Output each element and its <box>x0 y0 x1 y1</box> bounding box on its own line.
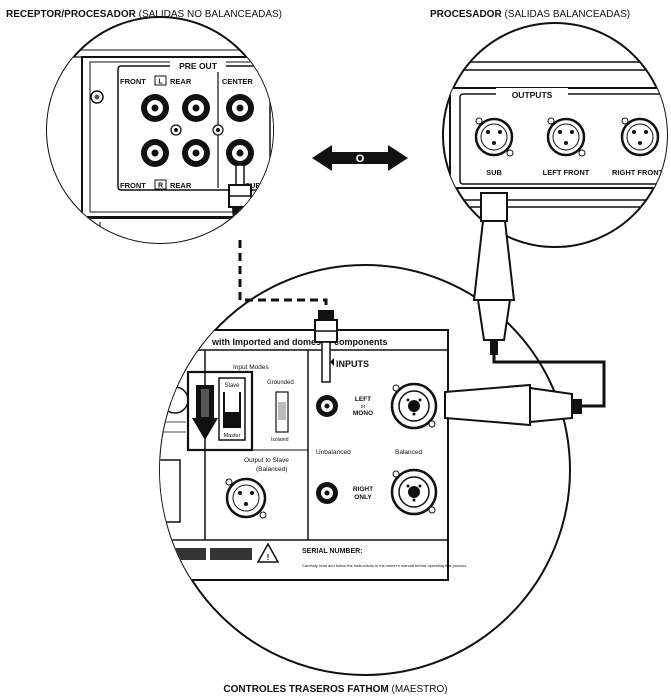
or-double-arrow-icon: O <box>312 145 408 171</box>
fathom-closeup: with Imported and domestic components In… <box>159 264 571 676</box>
receiver-closeup: PRE OUT FRONT L REAR CENTER FRONT R REAR… <box>46 16 274 244</box>
receiver-title: RECEPTOR/PROCESADOR (SALIDAS NO BALANCEA… <box>6 9 282 20</box>
right-only-label-1: RIGHT <box>353 486 373 493</box>
combo-input-left <box>390 382 438 430</box>
xlr-cable <box>444 192 606 427</box>
left-channel-badge: L <box>158 79 163 86</box>
screw-icon <box>90 90 104 104</box>
sub-label: SUB <box>245 181 261 190</box>
master-label: Master <box>224 433 241 439</box>
xlr-output-right-front <box>620 117 660 157</box>
combo-input-right <box>390 468 438 516</box>
isolated-label: Isolated <box>271 437 289 443</box>
arrow-down-icon <box>192 385 218 440</box>
inputs-label: INPUTS <box>336 359 369 369</box>
input-modes-label: Input Modes <box>233 364 270 371</box>
svg-text:!: ! <box>267 553 270 562</box>
rca-jack-front-left <box>141 94 169 122</box>
rca-jack-center <box>226 94 254 122</box>
front-top-label: FRONT <box>120 77 146 86</box>
grounded-label: Grounded <box>267 380 294 386</box>
rca-jack-sub <box>226 139 254 167</box>
center-label: CENTER <box>222 77 253 86</box>
left-front-label: LEFT FRONT <box>543 168 590 177</box>
output-to-slave-label: Output to Slave <box>244 457 289 464</box>
rear-bottom-label: REAR <box>170 181 192 190</box>
right-only-label-2: ONLY <box>354 494 372 501</box>
unbalanced-label: Unbalanced <box>316 449 351 456</box>
outputs-label: OUTPUTS <box>512 90 553 100</box>
fathom-header-text: with Imported and domestic components <box>211 337 388 347</box>
left-or-mono-label-3: MONO <box>353 410 373 417</box>
input-mode-highlight <box>186 370 254 452</box>
processor-sub-label: SUB <box>486 168 502 177</box>
rca-jack-front-right <box>141 139 169 167</box>
xlr-output-left-front <box>546 117 586 157</box>
right-channel-badge: R <box>158 183 163 190</box>
balanced-label: Balanced <box>395 449 422 456</box>
right-front-label: RIGHT FRONT <box>612 168 664 177</box>
slave-label: Slave <box>224 383 240 389</box>
left-or-mono-label-1: LEFT <box>355 396 371 403</box>
rca-jack-rear-left <box>182 94 210 122</box>
xlr-output-sub <box>474 117 514 157</box>
pre-out-label: PRE OUT <box>179 61 218 71</box>
input-mode-switch[interactable]: Slave Master <box>218 377 246 441</box>
fine-print-text: Carefully read and follow the instructio… <box>302 563 467 568</box>
rca-input-right <box>316 482 338 504</box>
rca-jack-rear-right <box>182 139 210 167</box>
xlr-output-to-slave <box>225 477 267 519</box>
front-bottom-label: FRONT <box>120 181 146 190</box>
warning-icon: ! <box>256 542 280 563</box>
or-label: O <box>356 153 365 165</box>
ground-screw-icon <box>170 124 224 136</box>
rca-cable <box>238 240 328 312</box>
processor-closeup: OUTPUTS SUB L <box>442 22 668 248</box>
rca-plug-fathom-icon <box>314 310 338 383</box>
rear-top-label: REAR <box>170 77 192 86</box>
output-to-slave-balanced-label: (Balanced) <box>256 466 287 473</box>
serial-number-label: SERIAL NUMBER: <box>302 548 363 555</box>
ground-lift-switch[interactable] <box>275 391 289 433</box>
fathom-controls-title: CONTROLES TRASEROS FATHOM (MAESTRO) <box>223 684 448 695</box>
left-or-mono-label-2: or <box>361 404 366 410</box>
rca-input-left <box>316 395 338 417</box>
processor-title: PROCESADOR (SALIDAS BALANCEADAS) <box>430 9 631 20</box>
